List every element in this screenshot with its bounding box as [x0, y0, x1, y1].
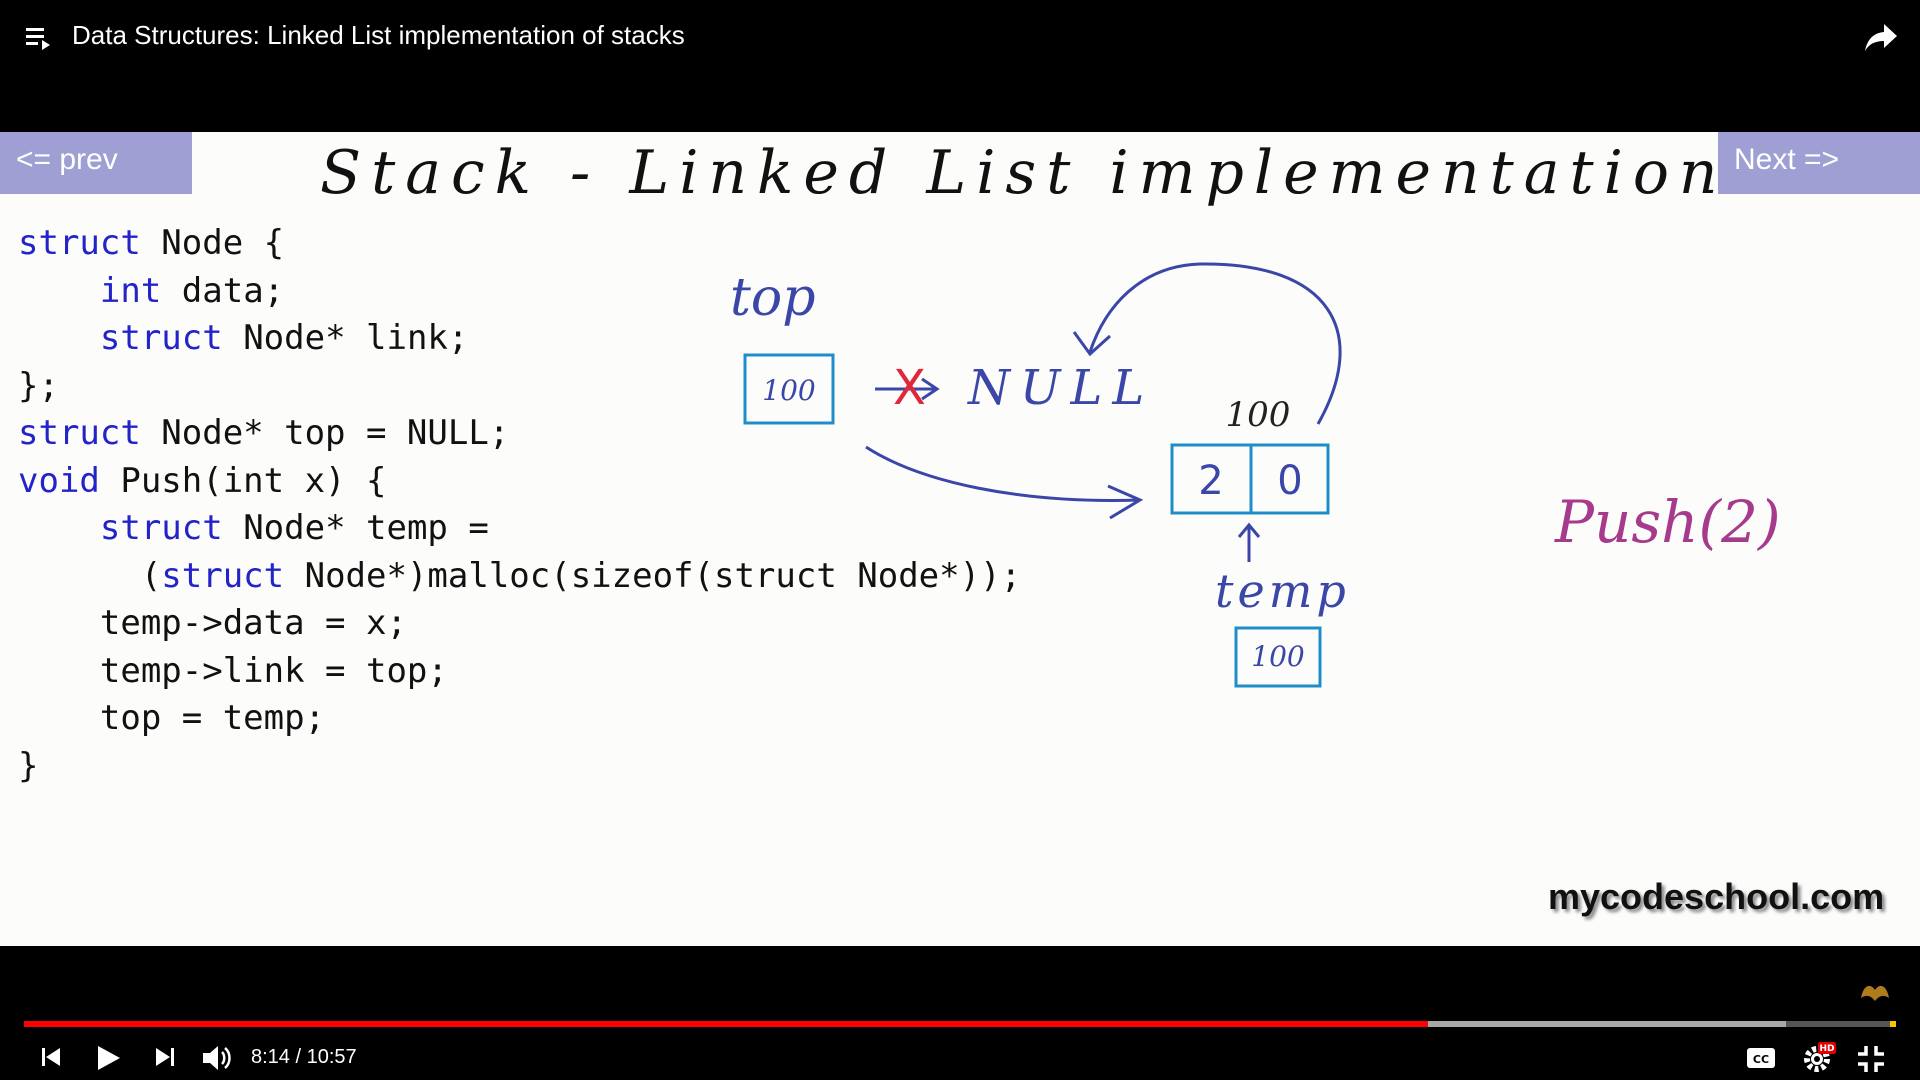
- node-address: 100: [1226, 395, 1291, 435]
- old-link-arrow: [875, 377, 940, 401]
- code-keyword: struct: [99, 318, 223, 358]
- code-block: struct Node { int data; struct Node* lin…: [18, 220, 1021, 790]
- progress-bar[interactable]: [24, 1021, 1896, 1027]
- next-button[interactable]: Next =>: [1718, 132, 1920, 194]
- code-keyword: struct: [18, 413, 141, 453]
- code-line: struct Node {: [18, 220, 1021, 268]
- linked-list-diagram: top 100 X NULL 100 2 0 temp 100: [730, 262, 1781, 688]
- channel-logo-icon[interactable]: [1858, 976, 1892, 1006]
- temp-label: temp: [1215, 564, 1350, 618]
- code-text: temp->link = top;: [99, 650, 448, 691]
- code-text: Push(int x) {: [99, 460, 387, 501]
- code-text: }: [18, 745, 39, 786]
- node-data: 2: [1198, 458, 1223, 504]
- code-text: temp->data = x;: [99, 603, 407, 643]
- null-label: NULL: [967, 360, 1154, 416]
- hd-badge: HD: [1819, 1044, 1834, 1054]
- play-icon[interactable]: [94, 1044, 122, 1072]
- node-link: 0: [1277, 458, 1302, 504]
- code-line: };: [18, 363, 1021, 411]
- settings-gear-icon[interactable]: HD: [1802, 1040, 1836, 1074]
- code-indent: (: [18, 555, 162, 596]
- progress-played: [24, 1021, 1429, 1027]
- prev-button[interactable]: <= prev: [0, 132, 192, 194]
- code-line: int data;: [18, 268, 1021, 316]
- temp-arrow: [1237, 522, 1261, 562]
- temp-box-value: 100: [1251, 640, 1304, 673]
- next-video-icon[interactable]: [152, 1044, 178, 1070]
- code-text: Node* temp =: [222, 508, 489, 548]
- code-text: Node* link;: [222, 318, 469, 358]
- node-link-arrow: [1088, 262, 1342, 425]
- top-bar: Data Structures: Linked List implementat…: [0, 0, 1920, 75]
- code-line: void Push(int x) {: [18, 458, 1021, 506]
- code-text: Node*)malloc(sizeof(struct Node*));: [284, 555, 1022, 596]
- code-line: struct Node* temp =: [18, 505, 1021, 553]
- exit-fullscreen-icon[interactable]: [1856, 1044, 1886, 1074]
- code-keyword: void: [18, 460, 100, 501]
- watermark: mycodeschool.com: [1548, 876, 1885, 917]
- code-line: top = temp;: [18, 695, 1021, 743]
- previous-video-icon[interactable]: [38, 1044, 64, 1070]
- code-line: }: [18, 743, 1021, 791]
- temp-box: [1234, 626, 1322, 688]
- code-text: Node {: [140, 223, 285, 263]
- top-label: top: [730, 268, 816, 328]
- code-text: top = temp;: [99, 698, 326, 738]
- captions-icon[interactable]: CC: [1746, 1046, 1776, 1070]
- code-text: };: [18, 365, 59, 406]
- code-line: struct Node* top = NULL;: [18, 410, 1021, 458]
- top-to-node-arrowhead: [1107, 484, 1144, 520]
- code-keyword: struct: [99, 508, 223, 548]
- top-box: [743, 353, 835, 425]
- code-keyword: struct: [18, 223, 141, 263]
- volume-icon[interactable]: [201, 1044, 233, 1072]
- code-line: temp->link = top;: [18, 648, 1021, 696]
- progress-end-marker: [1890, 1021, 1896, 1027]
- time-display: 8:14 / 10:57: [251, 1046, 357, 1068]
- top-to-node-arrow: [865, 445, 1141, 502]
- top-box-value: 100: [762, 374, 815, 407]
- playlist-icon[interactable]: [26, 26, 52, 50]
- video-frame: <= prev Next => Stack - Linked List impl…: [0, 132, 1920, 946]
- x-mark: X: [893, 360, 926, 416]
- svg-text:CC: CC: [1753, 1053, 1769, 1066]
- operation-label: Push(2): [1554, 488, 1781, 556]
- player-controls: 8:14 / 10:57 CC HD: [0, 946, 1920, 1080]
- code-text: data;: [161, 270, 285, 311]
- slide-title: Stack - Linked List implementation: [320, 138, 1728, 208]
- code-keyword: int: [99, 270, 162, 311]
- code-line: (struct Node*)malloc(sizeof(struct Node*…: [18, 553, 1021, 601]
- code-line: struct Node* link;: [18, 315, 1021, 363]
- node-link-arrowhead: [1072, 331, 1112, 357]
- code-text: Node* top = NULL;: [140, 413, 510, 453]
- share-icon[interactable]: [1864, 22, 1898, 52]
- video-title[interactable]: Data Structures: Linked List implementat…: [72, 20, 685, 50]
- code-line: temp->data = x;: [18, 600, 1021, 648]
- code-keyword: struct: [161, 555, 285, 596]
